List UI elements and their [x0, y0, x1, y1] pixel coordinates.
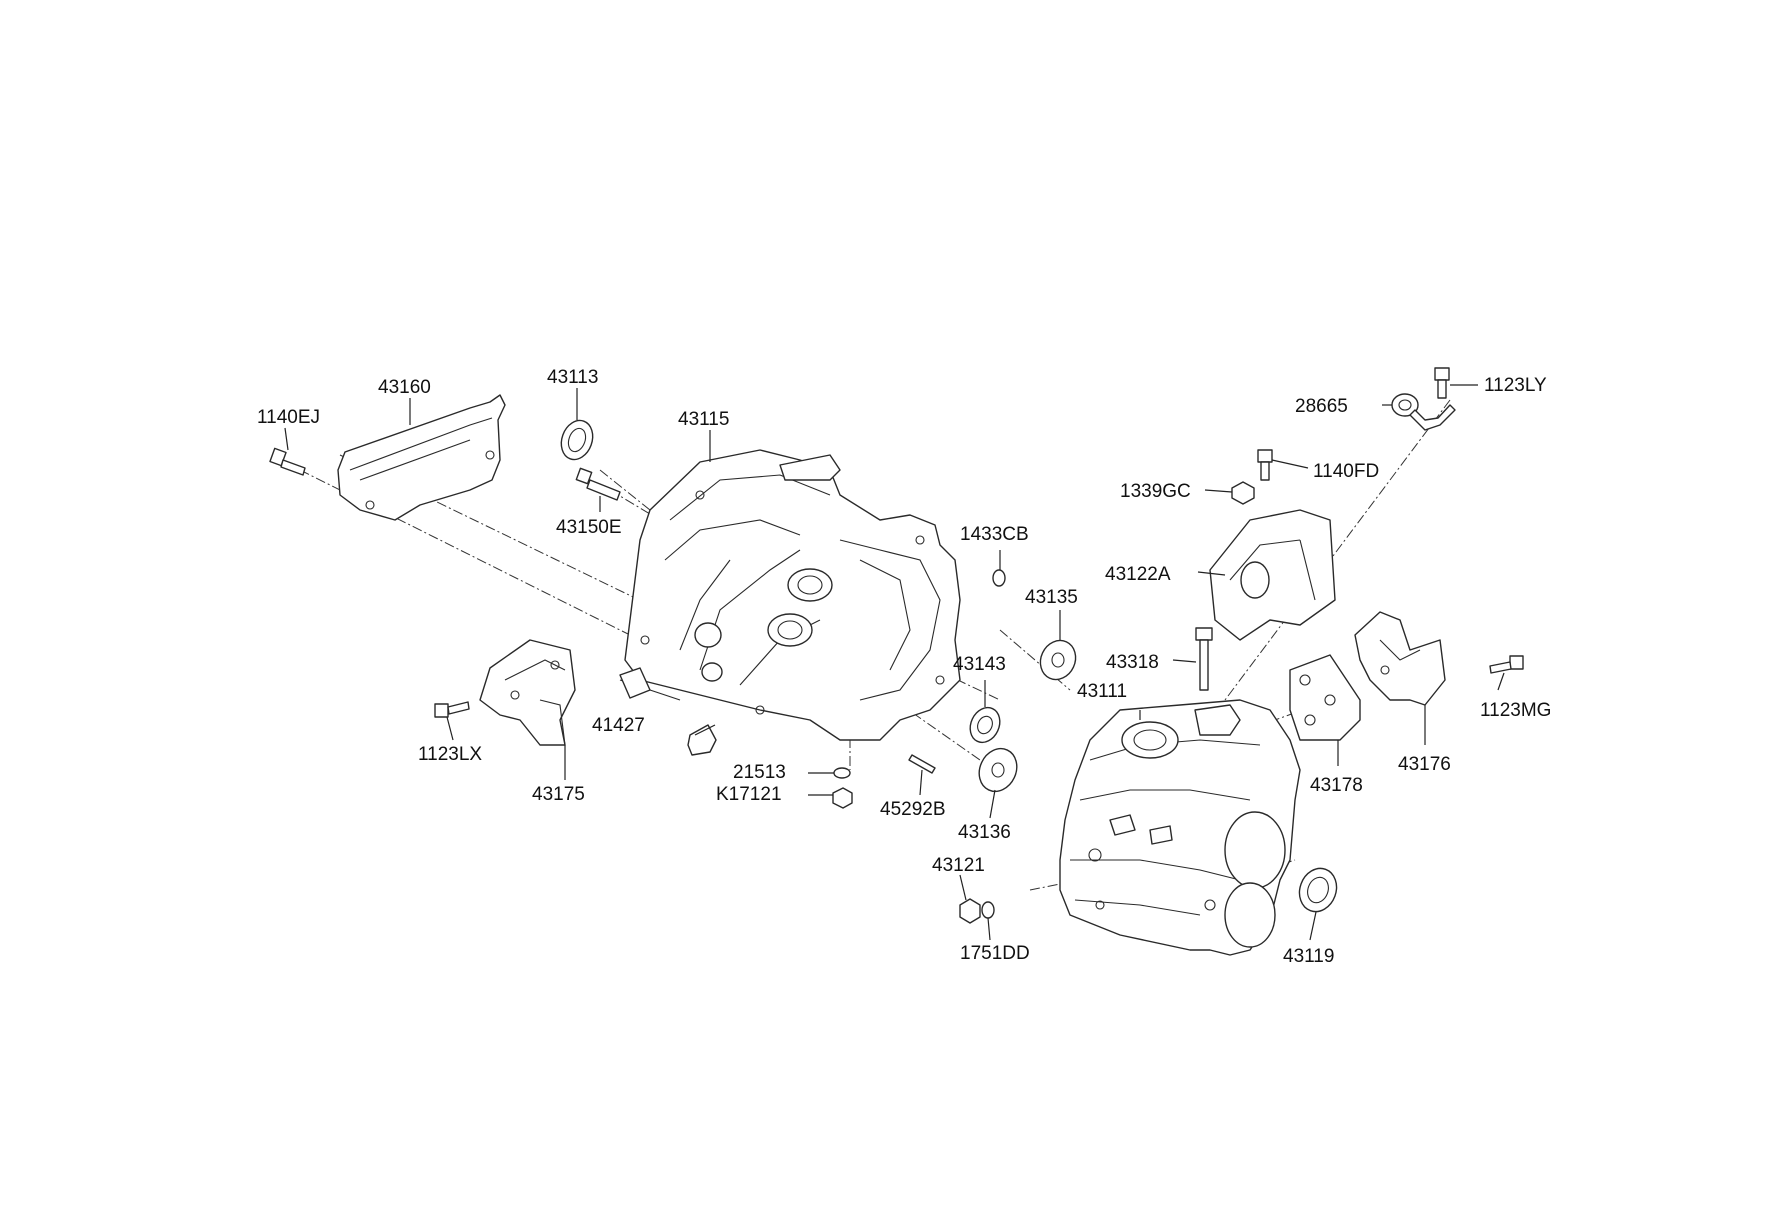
label-43318: 43318 — [1106, 652, 1159, 673]
label-k17121: K17121 — [716, 784, 782, 805]
dowel-1433cb — [992, 569, 1006, 587]
mount-bracket-43122a — [1209, 509, 1336, 641]
label-45292b: 45292B — [880, 799, 946, 820]
label-43115: 43115 — [678, 409, 729, 430]
bolt-43150e — [575, 467, 621, 501]
label-43150e: 43150E — [556, 517, 622, 538]
gasket-21513 — [833, 767, 851, 779]
bolt-1123ly — [1434, 367, 1450, 399]
label-43143: 43143 — [953, 654, 1006, 675]
plug-43121 — [959, 898, 995, 924]
bracket-43176 — [1354, 611, 1446, 706]
oil-seal-43143 — [969, 706, 1001, 744]
oil-seal-43113 — [560, 419, 594, 461]
bolt-1140ej — [269, 447, 306, 476]
part-labels: 1140EJ 43160 43113 43115 43150E 1433CB 4… — [257, 367, 1551, 967]
plug-k17121 — [832, 787, 853, 809]
label-21513: 21513 — [733, 762, 786, 783]
label-43136: 43136 — [958, 822, 1011, 843]
label-28665: 28665 — [1295, 396, 1348, 417]
label-43175: 43175 — [532, 784, 585, 805]
label-1433cb: 1433CB — [960, 524, 1029, 545]
label-43119: 43119 — [1283, 946, 1334, 967]
bracket-43175 — [479, 639, 576, 746]
label-43111: 43111 — [1077, 681, 1127, 702]
leader-lines — [284, 384, 1505, 941]
oil-seal-43119 — [1298, 867, 1338, 913]
label-43113: 43113 — [547, 367, 598, 388]
label-1140fd: 1140FD — [1313, 461, 1379, 482]
label-43122a: 43122A — [1105, 564, 1171, 585]
label-43160: 43160 — [378, 377, 431, 398]
label-43176: 43176 — [1398, 754, 1451, 775]
bolt-1123lx — [434, 701, 470, 718]
bolt-43318 — [1195, 627, 1213, 691]
clip-28665 — [1391, 393, 1456, 431]
bolt-1140fd — [1257, 449, 1273, 481]
label-1751dd: 1751DD — [960, 943, 1030, 964]
pin-45292b — [908, 754, 936, 774]
transmission-case-43111 — [1059, 699, 1301, 956]
label-43178: 43178 — [1310, 775, 1363, 796]
label-43121: 43121 — [932, 855, 985, 876]
breather-41427 — [687, 724, 717, 756]
washer-43135 — [1039, 639, 1077, 681]
washer-43136 — [978, 747, 1018, 793]
label-1140ej: 1140EJ — [257, 407, 320, 428]
clutch-housing-43115 — [619, 449, 961, 741]
cover-plate-43160 — [337, 394, 506, 521]
label-1123mg: 1123MG — [1480, 700, 1551, 721]
bracket-43178 — [1289, 654, 1361, 741]
label-43135: 43135 — [1025, 587, 1078, 608]
label-41427: 41427 — [592, 715, 645, 736]
bolt-1123mg — [1489, 655, 1524, 674]
label-1123lx: 1123LX — [418, 744, 482, 765]
label-1339gc: 1339GC — [1120, 481, 1191, 502]
label-1123ly: 1123LY — [1484, 375, 1547, 396]
nut-1339gc — [1231, 481, 1255, 505]
